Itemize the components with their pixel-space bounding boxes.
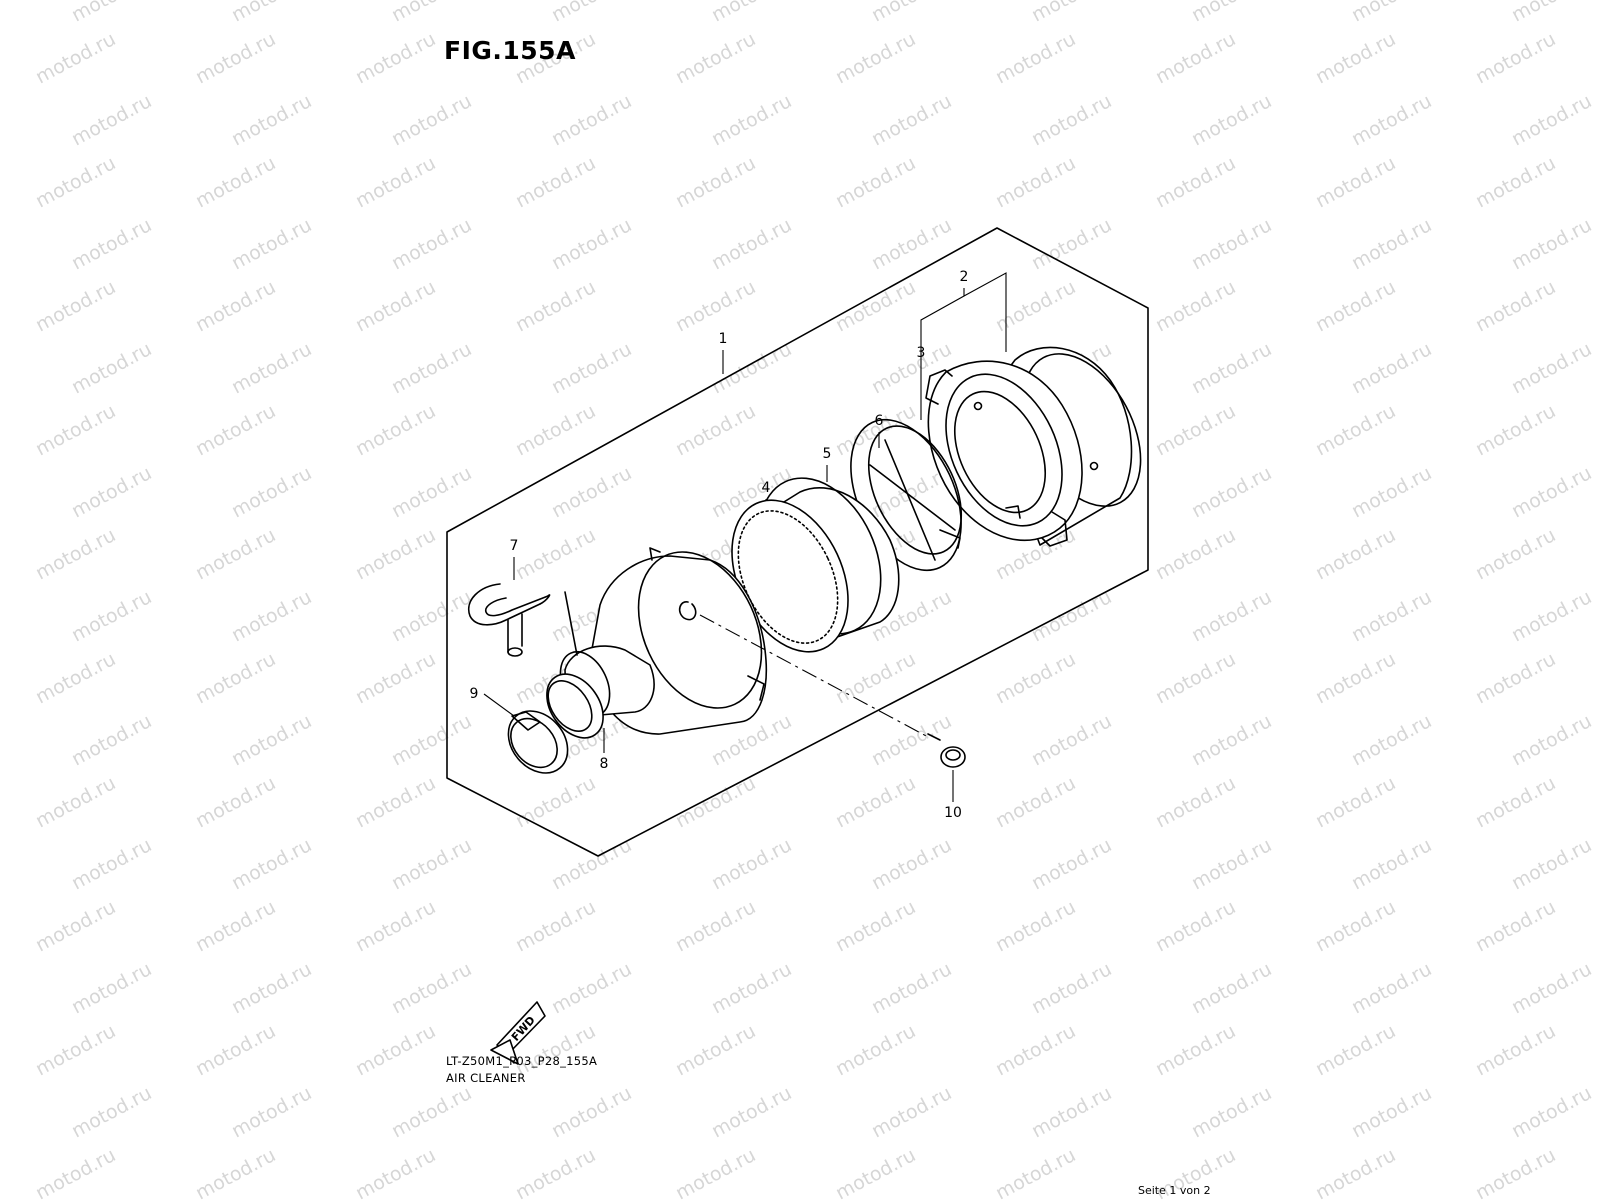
page-indicator: Seite 1 von 2 [1138, 1184, 1211, 1197]
outlet-joint-drawing [546, 673, 604, 739]
callout-2[interactable]: 2 [920, 269, 1007, 420]
bolt-drawing [699, 614, 966, 768]
assembly-outline [446, 227, 1149, 857]
figure-code: LT-Z50M1_P03_P28_155A [446, 1054, 598, 1068]
callout-10[interactable]: 10 [944, 770, 962, 821]
callout-2-number: 2 [960, 269, 969, 285]
cap-assembly-drawing [925, 346, 1142, 547]
callout-7-number: 7 [510, 538, 519, 554]
figure-name: AIR CLEANER [446, 1071, 526, 1085]
callout-2-bracket-right [963, 272, 1007, 352]
callout-5-number: 5 [823, 446, 832, 462]
callout-8[interactable]: 8 [600, 728, 609, 772]
callout-1[interactable]: 1 [719, 331, 728, 374]
callout-9-number: 9 [470, 686, 479, 702]
callout-9[interactable]: 9 [470, 686, 515, 717]
callout-10-number: 10 [944, 805, 962, 821]
callout-5[interactable]: 5 [823, 446, 832, 482]
hose-drawing [467, 583, 578, 657]
callout-2-bracket-left [920, 288, 965, 420]
callout-1-number: 1 [719, 331, 728, 347]
clamp-drawing [507, 710, 569, 774]
callout-3-number: 3 [917, 345, 926, 361]
callout-7[interactable]: 7 [510, 538, 519, 580]
callout-4-number: 4 [762, 480, 771, 496]
figure-title: FIG.155A [444, 36, 576, 65]
callout-9-leader [483, 693, 515, 717]
callout-8-number: 8 [600, 756, 609, 772]
callout-3[interactable]: 3 [917, 345, 926, 361]
